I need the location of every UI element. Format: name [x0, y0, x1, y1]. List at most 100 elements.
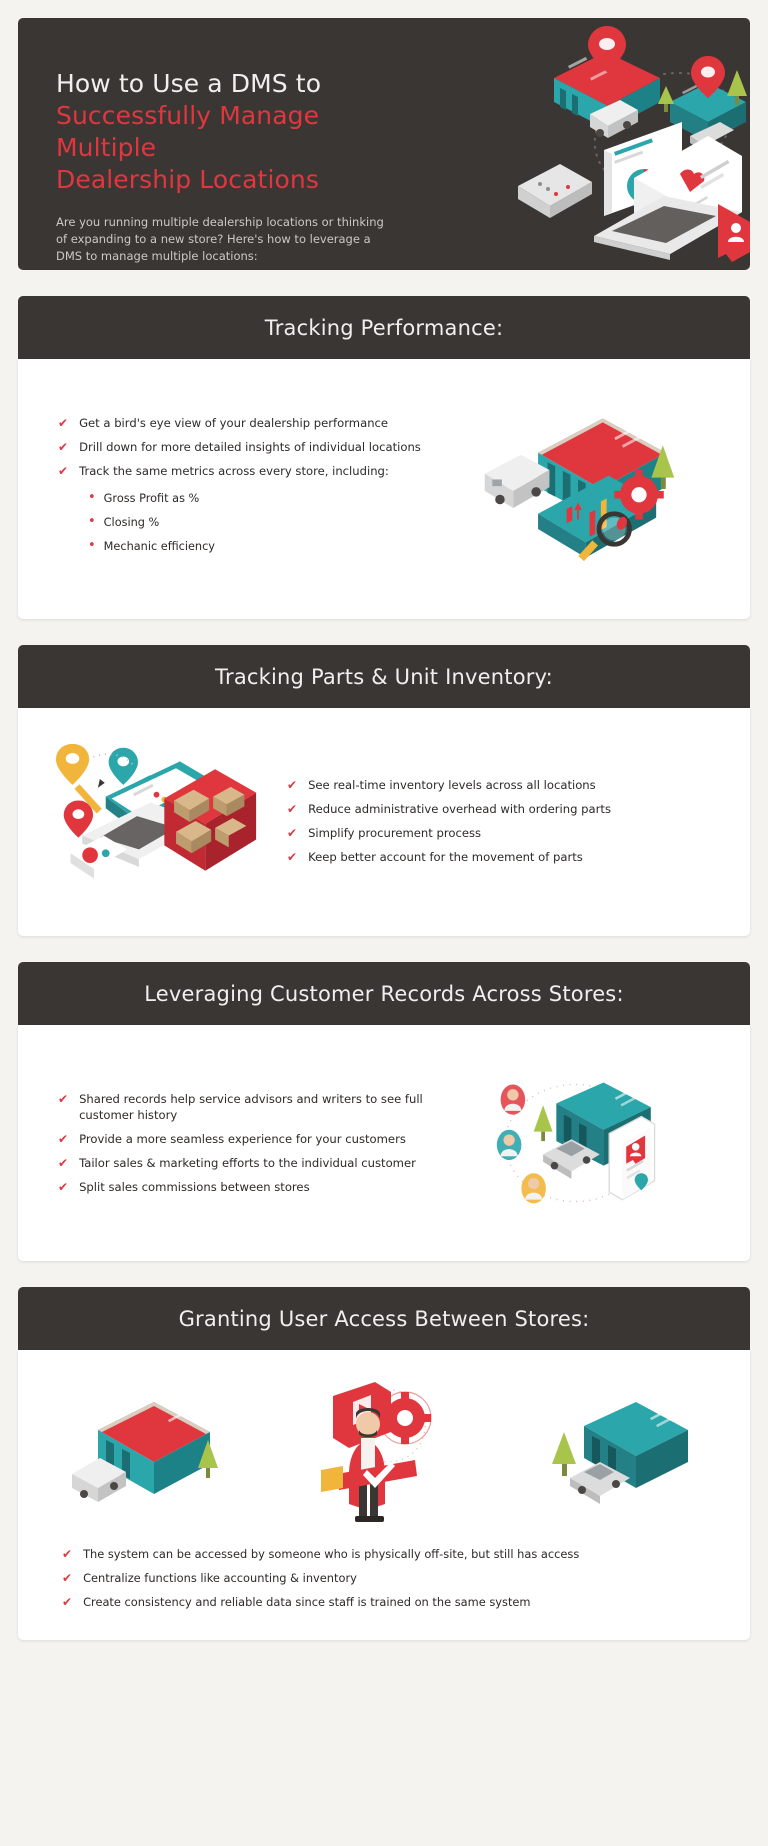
bullet-text: Create consistency and reliable data sin…	[83, 1595, 531, 1609]
bullet-text: Shared records help service advisors and…	[79, 1092, 423, 1122]
list-item: ✔ Provide a more seamless experience for…	[58, 1131, 428, 1147]
car-icon	[570, 1462, 630, 1504]
list-item: ✔ Create consistency and reliable data s…	[62, 1594, 726, 1610]
bullet-text: Centralize functions like accounting & i…	[83, 1571, 357, 1585]
tree-icon	[198, 1440, 218, 1478]
section-body: ✔ Shared records help service advisors a…	[18, 1025, 750, 1261]
bullet-text: Split sales commissions between stores	[79, 1180, 310, 1194]
location-pin-icon-2	[691, 56, 725, 98]
section-text-column: ✔ Shared records help service advisors a…	[58, 1091, 428, 1195]
hero-illustration	[494, 26, 750, 266]
bullet-text: Get a bird's eye view of your dealership…	[79, 416, 389, 430]
hero-text-block: How to Use a DMS to Successfully Manage …	[56, 68, 426, 265]
check-icon: ✔	[58, 1132, 69, 1146]
customer-avatar-1	[500, 1084, 526, 1115]
section-heading: Granting User Access Between Stores:	[178, 1307, 590, 1331]
list-item: ✔ Keep better account for the movement o…	[287, 849, 730, 865]
section-illustration	[34, 738, 279, 904]
bullet-list: ✔ The system can be accessed by someone …	[42, 1546, 726, 1610]
bullet-text: Simplify procurement process	[308, 826, 482, 840]
check-icon: ✔	[62, 1571, 73, 1585]
bullet-text: Tailor sales & marketing efforts to the …	[79, 1156, 416, 1170]
section-user-access: Granting User Access Between Stores:	[18, 1287, 750, 1640]
tree-icon	[533, 1105, 553, 1142]
hero-title-line-2: Successfully Manage Multiple	[56, 101, 320, 162]
bullet-text: Provide a more seamless experience for y…	[79, 1132, 406, 1146]
calculator-icon	[518, 164, 592, 218]
page-title: How to Use a DMS to Successfully Manage …	[56, 68, 426, 196]
check-icon: ✔	[287, 778, 298, 792]
customer-avatar-3	[521, 1173, 546, 1204]
check-icon: ✔	[58, 464, 69, 478]
bullet-text: Drill down for more detailed insights of…	[79, 440, 421, 454]
location-pin-icon-yellow	[55, 743, 90, 785]
bullet-list: ✔ Shared records help service advisors a…	[58, 1091, 428, 1195]
customer-record-phone	[608, 1115, 656, 1201]
list-item: ✔ See real-time inventory levels across …	[287, 777, 730, 793]
section-body: ✔ Get a bird's eye view of your dealersh…	[18, 359, 750, 619]
section-heading: Leveraging Customer Records Across Store…	[144, 982, 624, 1006]
list-item: • Gross Profit as %	[88, 491, 428, 507]
hero-subtitle: Are you running multiple dealership loca…	[56, 215, 384, 263]
mini-chart-card	[70, 835, 128, 879]
sub-bullet-text: Gross Profit as %	[103, 492, 200, 505]
section-header: Tracking Parts & Unit Inventory:	[18, 645, 750, 708]
dot-icon: •	[88, 538, 96, 553]
user-badge-icon	[718, 204, 750, 262]
hero-banner: How to Use a DMS to Successfully Manage …	[18, 18, 750, 270]
bullet-list: ✔ See real-time inventory levels across …	[287, 777, 730, 865]
list-item: • Mechanic efficiency	[88, 539, 428, 555]
section-header: Tracking Performance:	[18, 296, 750, 359]
section-illustration	[428, 1067, 730, 1219]
bullet-text: Keep better account for the movement of …	[308, 850, 583, 864]
dot-icon: •	[88, 514, 96, 529]
location-pin-icon	[634, 1173, 648, 1191]
list-item: ✔ Split sales commissions between stores	[58, 1179, 428, 1195]
hero-title-line-1: How to Use a DMS to	[56, 69, 322, 98]
tree-icon	[658, 86, 674, 112]
check-icon: ✔	[287, 826, 298, 840]
tree-icon	[651, 445, 675, 489]
hero-title-line-3: Dealership Locations	[56, 165, 319, 194]
car-icon	[543, 1139, 600, 1179]
bullet-text: The system can be accessed by someone wh…	[83, 1547, 580, 1561]
section-body: ✔ The system can be accessed by someone …	[18, 1350, 750, 1640]
tree-icon-2	[727, 70, 747, 105]
section-header: Leveraging Customer Records Across Store…	[18, 962, 750, 1025]
list-item: ✔ The system can be accessed by someone …	[62, 1546, 726, 1562]
list-item: ✔ Get a bird's eye view of your dealersh…	[58, 415, 428, 431]
check-icon: ✔	[58, 440, 69, 454]
user-access-center-illustration	[321, 1382, 432, 1522]
location-pin-icon	[588, 26, 626, 72]
sub-bullet-text: Mechanic efficiency	[103, 540, 215, 553]
section-heading: Tracking Performance:	[264, 316, 504, 340]
list-item: ✔ Simplify procurement process	[287, 825, 730, 841]
check-icon: ✔	[287, 850, 298, 864]
dot-icon: •	[88, 490, 96, 505]
list-item: ✔ Drill down for more detailed insights …	[58, 439, 428, 455]
approval-ribbon	[321, 1460, 417, 1492]
check-icon: ✔	[62, 1547, 73, 1561]
tree-icon	[552, 1432, 576, 1476]
section-tracking-inventory: Tracking Parts & Unit Inventory:	[18, 645, 750, 936]
delivery-truck-icon	[72, 1458, 126, 1502]
sub-bullet-text: Closing %	[103, 516, 160, 529]
list-item: ✔ Track the same metrics across every st…	[58, 463, 428, 479]
laptop-illustration	[594, 136, 742, 260]
bullet-text: See real-time inventory levels across al…	[308, 778, 596, 792]
bullet-text: Reduce administrative overhead with orde…	[308, 802, 611, 816]
section-header: Granting User Access Between Stores:	[18, 1287, 750, 1350]
list-item: ✔ Centralize functions like accounting &…	[62, 1570, 726, 1586]
user-badge-icon	[626, 1135, 646, 1164]
gear-icon	[614, 469, 664, 520]
section-illustration	[428, 403, 730, 575]
pencil-icon	[74, 779, 105, 814]
section-tracking-performance: Tracking Performance: ✔ Get a bird's eye…	[18, 296, 750, 619]
bullet-text: Track the same metrics across every stor…	[79, 464, 389, 478]
location-pin-icon-teal	[108, 747, 138, 785]
section-heading: Tracking Parts & Unit Inventory:	[215, 665, 553, 689]
delivery-truck-icon	[590, 100, 638, 138]
section-customer-records: Leveraging Customer Records Across Store…	[18, 962, 750, 1261]
section-text-column: ✔ See real-time inventory levels across …	[279, 777, 730, 865]
store-building-red-illustration	[72, 1402, 218, 1502]
